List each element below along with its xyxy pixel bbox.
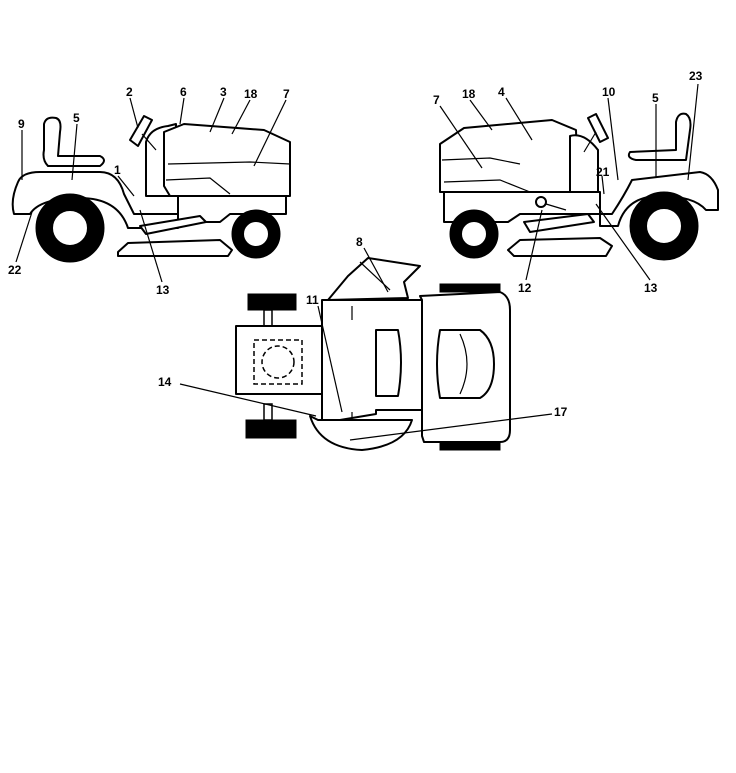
leader-18a — [231, 99, 251, 135]
discharge-chute — [327, 257, 421, 301]
callout-4: 4 — [498, 85, 505, 99]
rear-hub-left — [51, 209, 89, 247]
steering-wheel-left — [129, 115, 153, 147]
lift-lever-knob — [535, 196, 547, 208]
rear-fender-right — [599, 171, 719, 227]
callout-14: 14 — [158, 375, 172, 389]
tractor-top-view: 11 8 14 17 — [158, 235, 568, 451]
callout-18: 18 — [462, 87, 476, 101]
tractor-right-side-view: 7 18 4 10 5 23 21 12 13 — [433, 69, 719, 295]
leader-17 — [349, 413, 553, 441]
callout-1: 1 — [114, 163, 121, 177]
leader-23 — [687, 83, 699, 181]
axle-upper — [263, 309, 273, 327]
callout-7: 7 — [283, 87, 290, 101]
callout-7: 7 — [433, 93, 440, 107]
leader-18b — [469, 99, 493, 131]
leader-8 — [363, 247, 389, 293]
callout-3: 3 — [220, 85, 227, 99]
mower-deck-top — [309, 415, 413, 451]
rear-fender-left — [11, 171, 179, 229]
tractor-left-side-view: 9 5 2 6 3 18 7 1 22 13 — [8, 85, 291, 297]
body-dash-right — [569, 134, 599, 193]
leader-11 — [317, 305, 343, 413]
seat-top — [375, 329, 402, 397]
callout-18: 18 — [244, 87, 258, 101]
callout-10: 10 — [602, 85, 616, 99]
leader-7b — [439, 105, 483, 169]
callout-21: 21 — [596, 165, 610, 179]
hood-stripe-left — [165, 161, 291, 195]
callout-2: 2 — [126, 85, 133, 99]
seat-back-top — [436, 329, 495, 399]
hood-stripe-right — [441, 157, 531, 193]
leader-13a — [139, 209, 163, 283]
leader-12 — [525, 209, 543, 281]
hood-left — [163, 123, 291, 197]
callout-13: 13 — [156, 283, 170, 297]
steering-column-right — [583, 131, 597, 153]
engine-pulley-dashed — [261, 345, 295, 379]
front-wheel-top-upper — [247, 293, 297, 311]
leader-3 — [209, 97, 225, 133]
front-wheel-top-lower — [245, 419, 297, 439]
front-hub-right — [460, 220, 488, 248]
rear-wheel-top-upper — [439, 283, 501, 293]
callout-6: 6 — [180, 85, 187, 99]
engine-outline-dashed — [253, 339, 303, 385]
leader-13b — [595, 203, 651, 281]
callout-23: 23 — [689, 69, 703, 83]
front-hub-left — [242, 220, 270, 248]
leader-10 — [607, 97, 619, 181]
leader-5a — [71, 123, 78, 181]
leader-6 — [179, 97, 185, 125]
callout-5: 5 — [652, 91, 659, 105]
callout-11: 11 — [306, 293, 319, 307]
steering-wheel-right — [587, 113, 609, 143]
rear-wheel-top-lower — [439, 441, 501, 451]
seat-right — [627, 112, 692, 161]
callout-8: 8 — [356, 235, 363, 249]
steering-column-left — [141, 133, 157, 151]
mower-deck-right — [507, 237, 613, 257]
lift-lever — [545, 203, 567, 211]
seat-curve — [459, 333, 468, 395]
hood-right — [439, 119, 579, 193]
seat-left — [42, 116, 105, 167]
body-top — [321, 299, 423, 421]
footrest-left — [139, 215, 207, 235]
callout-5: 5 — [73, 111, 80, 125]
leader-4 — [505, 97, 533, 141]
callout-17: 17 — [554, 405, 568, 419]
leader-21 — [601, 175, 605, 195]
footrest-right — [523, 213, 595, 233]
axle-lower — [263, 403, 273, 421]
callout-13: 13 — [644, 281, 658, 295]
leader-22 — [15, 211, 33, 263]
callout-9: 9 — [18, 117, 25, 131]
rear-hub-right — [645, 207, 683, 245]
callout-12: 12 — [518, 281, 532, 295]
leader-2 — [129, 97, 139, 129]
leader-1 — [117, 175, 135, 197]
mower-deck-left — [117, 239, 233, 257]
leader-14 — [179, 383, 317, 417]
callout-22: 22 — [8, 263, 22, 277]
leader-7a — [253, 99, 287, 167]
